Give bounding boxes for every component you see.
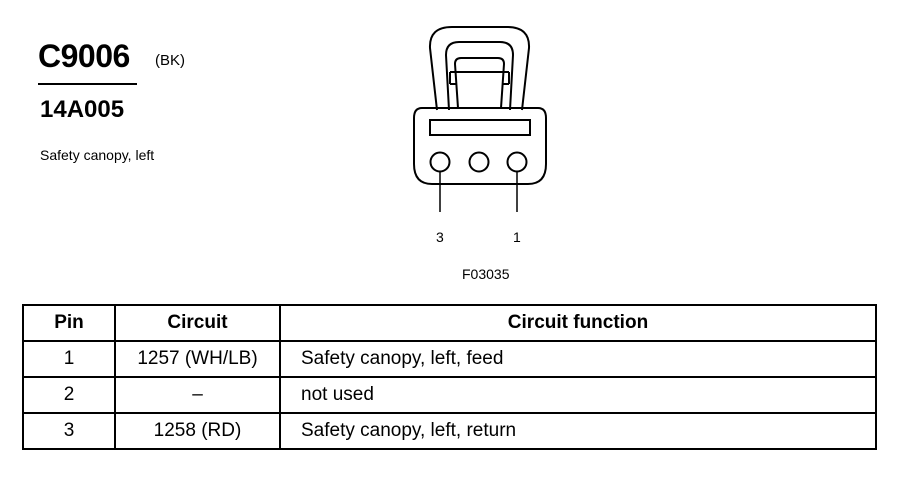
circuit-cell: 1258 (RD) <box>114 412 281 450</box>
pin-label-3: 3 <box>436 229 444 245</box>
figure-code: F03035 <box>462 266 510 282</box>
table-row: 2 – not used <box>22 376 877 414</box>
pin-label-1: 1 <box>513 229 521 245</box>
function-cell: Safety canopy, left, feed <box>279 340 877 378</box>
part-number: 14A005 <box>40 96 125 123</box>
pin-3-terminal <box>429 151 451 173</box>
color-code: (BK) <box>155 52 185 69</box>
function-cell: not used <box>279 376 877 414</box>
circuit-cell: – <box>114 376 281 414</box>
connector-description: Safety canopy, left <box>40 147 155 163</box>
function-cell: Safety canopy, left, return <box>279 412 877 450</box>
pin-2-terminal <box>468 151 490 173</box>
pinout-table: Pin Circuit Circuit function 1 1257 (WH/… <box>22 304 877 450</box>
connector-id: C9006 <box>38 38 130 74</box>
pin-cell: 2 <box>22 376 116 414</box>
pin-1-terminal <box>506 151 528 173</box>
pin-cell: 3 <box>22 412 116 450</box>
table-row: 3 1258 (RD) Safety canopy, left, return <box>22 412 877 450</box>
connector-body <box>413 107 547 185</box>
connector-latch-inner <box>444 41 515 111</box>
title-underline <box>38 83 137 85</box>
connector-latch-hood <box>428 26 531 111</box>
table-header-row: Pin Circuit Circuit function <box>22 304 877 342</box>
header-pin: Pin <box>22 304 116 342</box>
table-row: 1 1257 (WH/LB) Safety canopy, left, feed <box>22 340 877 378</box>
circuit-cell: 1257 (WH/LB) <box>114 340 281 378</box>
connector-slot <box>429 119 531 136</box>
connector-latch-tab <box>453 57 506 109</box>
header-circuit: Circuit <box>114 304 281 342</box>
header-circuit-function: Circuit function <box>279 304 877 342</box>
pin-cell: 1 <box>22 340 116 378</box>
